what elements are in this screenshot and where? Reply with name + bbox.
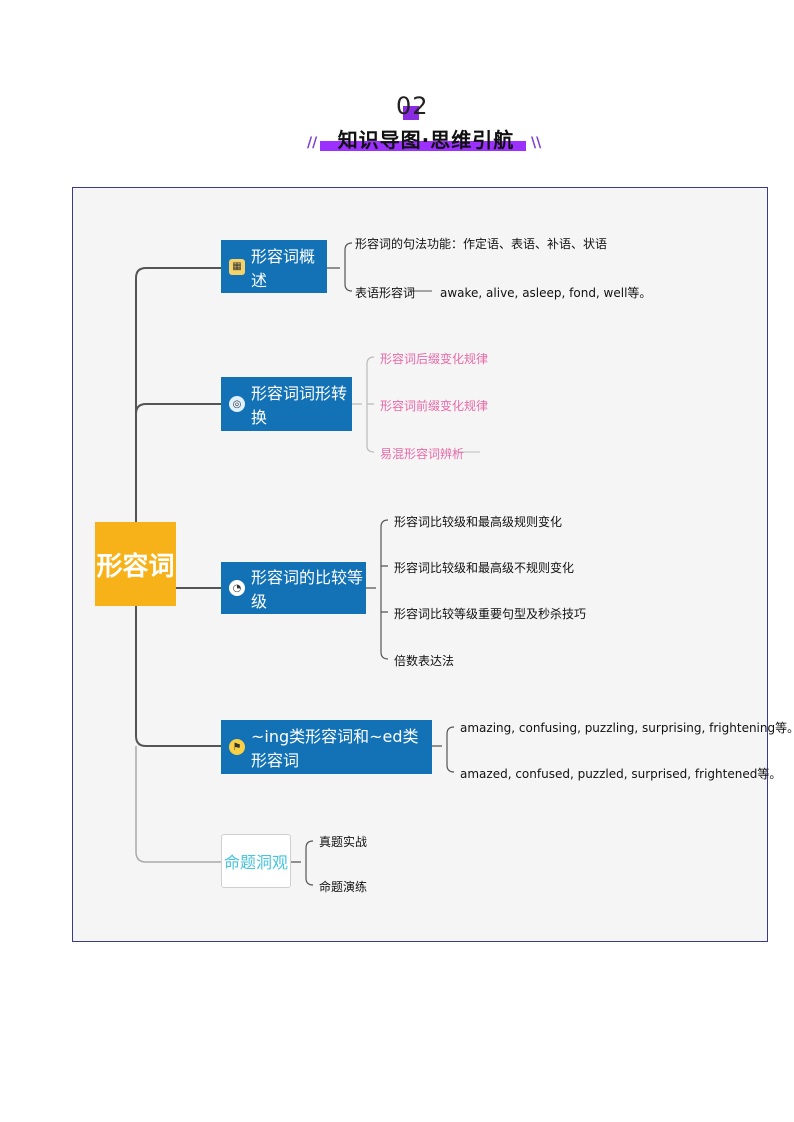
leaf-confusing-adjectives: 易混形容词辨析 [380,447,465,461]
connector-b5 [135,746,221,863]
section-number: 02 [396,92,429,120]
leaf-real-exam: 真题实战 [319,835,368,849]
section-title: 知识导图·思维引航 [337,128,515,152]
leaf-exam-practice: 命题演练 [319,880,368,894]
leaf-irregular-comparison: 形容词比较级和最高级不规则变化 [394,561,575,575]
branch-exam-insight: 命题洞观 [221,834,291,888]
branch-comparison-degrees: ◔ 形容词的比较等级 [221,562,366,614]
flag-icon: ⚑ [229,739,245,755]
right-slashes: \\ [531,135,542,151]
leaf-ed-examples: amazed, confused, puzzled, surprised, fr… [460,767,782,781]
branch-label: 形容词的比较等级 [251,568,364,611]
box-icon: ▦ [229,258,245,275]
branch-word-formation: ◎ 形容词词形转换 [221,377,352,431]
leaf-comparison-patterns: 形容词比较等级重要句型及秒杀技巧 [394,607,587,621]
mindmap-root: 形容词 [95,522,176,606]
target-icon: ◎ [229,396,245,412]
section-number-highlight [403,106,419,120]
connector-b2 [135,403,221,415]
leaf-prefix-rules: 形容词前缀变化规律 [380,399,489,413]
branch-label: ~ing类形容词和~ed类形容词 [251,727,419,770]
mindmap-frame [72,187,768,942]
left-slashes: // [307,135,318,151]
leaf-syntactic-function: 形容词的句法功能：作定语、表语、补语、状语 [355,237,608,251]
branch-ing-ed-adjectives: ⚑ ~ing类形容词和~ed类形容词 [221,720,432,774]
leaf-predicative-examples: awake, alive, asleep, fond, well等。 [440,286,652,300]
connector-b4 [135,606,221,747]
leaf-predicative-adjective: 表语形容词 [355,286,416,300]
branch-label: 形容词词形转换 [251,384,348,427]
pie-chart-icon: ◔ [229,580,245,596]
section-title-highlight [320,141,526,151]
connector-b1 [135,267,221,522]
leaf-multiples: 倍数表达法 [394,654,455,668]
leaf-suffix-rules: 形容词后缀变化规律 [380,352,489,366]
branch-adjective-overview: ▦ 形容词概述 [221,240,327,293]
leaf-ing-examples: amazing, confusing, puzzling, surprising… [460,721,794,735]
leaf-regular-comparison: 形容词比较级和最高级规则变化 [394,515,563,529]
branch-label: 形容词概述 [251,246,316,290]
